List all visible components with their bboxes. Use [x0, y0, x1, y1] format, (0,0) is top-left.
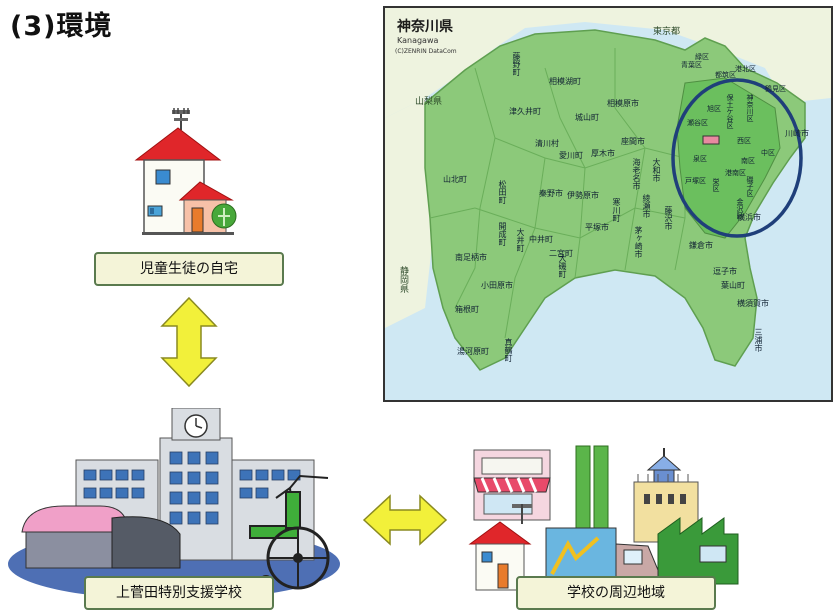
- map-label-ward: 栄区: [712, 178, 720, 192]
- map-label-municipality: 箱根町: [455, 305, 479, 314]
- map-label-ward: 青葉区: [681, 61, 702, 69]
- map-label-municipality: 大磯町: [558, 254, 567, 278]
- map-label-ward: 中区: [761, 149, 775, 157]
- page-title: (3)環境: [10, 11, 113, 42]
- map-label-municipality: 松田町: [498, 180, 507, 204]
- map-label-municipality: 藤野町: [512, 52, 521, 76]
- map-label-municipality: 相模湖町: [549, 77, 581, 86]
- map-label-municipality: 開成町: [498, 222, 507, 246]
- map-label-ward: 港南区: [725, 169, 746, 177]
- map-label-municipality: 藤沢市: [664, 206, 673, 230]
- map-label-ward: 瀬谷区: [687, 119, 708, 127]
- map-label-yamanashi: 山梨県: [415, 97, 443, 107]
- map-label-municipality: 茅ヶ崎市: [634, 226, 643, 258]
- school-label: 上菅田特別支援学校: [84, 576, 274, 610]
- antenna-icon: [172, 108, 190, 130]
- map-label-municipality: 三浦市: [754, 328, 763, 352]
- map-label-municipality: 中井町: [529, 235, 553, 244]
- map-label-ward: 旭区: [707, 105, 721, 113]
- school-illustration: [8, 408, 340, 600]
- map-label-ward: 西区: [737, 137, 751, 145]
- map-label-municipality: 二宮町: [549, 249, 573, 258]
- map-label-municipality: 寒川町: [612, 198, 621, 222]
- home-illustration: [134, 108, 237, 235]
- map-label-municipality: 横須賀市: [737, 299, 769, 308]
- map-label-municipality: 座間市: [621, 137, 645, 146]
- vertical-double-arrow-icon: [160, 296, 218, 388]
- map-credit: (C)ZENRIN DataCom: [395, 48, 457, 55]
- kanagawa-map: 神奈川県 Kanagawa (C)ZENRIN DataCom 東京都 山梨県 …: [383, 6, 833, 402]
- map-title: 神奈川県: [397, 19, 453, 35]
- map-label-municipality: 小田原市: [481, 281, 513, 290]
- horizontal-double-arrow-icon: [362, 494, 448, 546]
- map-label-municipality: 川崎市: [785, 129, 809, 138]
- map-label-municipality: 真鶴町: [504, 338, 513, 362]
- map-label-ward: 南区: [741, 157, 755, 165]
- map-label-municipality: 横浜市: [737, 213, 761, 222]
- area-label: 学校の周辺地域: [516, 576, 716, 610]
- map-label-municipality: 綾瀬市: [642, 194, 651, 218]
- map-label-ward: 戸塚区: [685, 177, 706, 185]
- map-label-municipality: 海老名市: [632, 158, 641, 190]
- map-label-municipality: 秦野市: [539, 189, 563, 198]
- map-graphic: [385, 8, 831, 400]
- map-label-municipality: 逗子市: [713, 267, 737, 276]
- map-label-ward: 港北区: [735, 65, 756, 73]
- map-label-municipality: 山北町: [443, 175, 467, 184]
- map-label-ward: 金沢区: [736, 198, 744, 219]
- map-label-ward: 泉区: [693, 155, 707, 163]
- map-label-ward: 神奈川区: [746, 94, 754, 122]
- map-label-municipality: 城山町: [575, 113, 599, 122]
- clock-icon: [184, 414, 208, 438]
- map-label-municipality: 大和市: [652, 158, 661, 182]
- map-label-municipality: 南足柄市: [455, 253, 487, 262]
- map-label-municipality: 大井町: [516, 228, 525, 252]
- map-label-ward: 都筑区: [715, 71, 736, 79]
- map-label-municipality: 葉山町: [721, 281, 745, 290]
- map-label-municipality: 津久井町: [509, 107, 541, 116]
- map-label-municipality: 清川村: [535, 139, 559, 148]
- map-label-shizuoka: 静岡県: [398, 266, 408, 293]
- school-marker-icon: [702, 135, 720, 145]
- map-label-municipality: 鎌倉市: [689, 241, 713, 250]
- map-label-municipality: 湯河原町: [457, 347, 489, 356]
- map-subtitle: Kanagawa: [397, 36, 439, 45]
- map-label-municipality: 厚木市: [591, 149, 615, 158]
- yokohama-highlight-ellipse: [671, 78, 803, 238]
- map-label-ward: 磯子区: [746, 176, 754, 197]
- map-label-tokyo: 東京都: [653, 27, 681, 37]
- map-label-municipality: 平塚市: [585, 223, 609, 232]
- map-label-municipality: 愛川町: [559, 151, 583, 160]
- map-label-municipality: 相模原市: [607, 99, 639, 108]
- map-label-ward: 保土ケ谷区: [726, 94, 734, 129]
- home-label: 児童生徒の自宅: [94, 252, 284, 286]
- map-label-ward: 緑区: [695, 53, 709, 61]
- map-label-ward: 鶴見区: [765, 85, 786, 93]
- map-label-municipality: 伊勢原市: [567, 191, 599, 200]
